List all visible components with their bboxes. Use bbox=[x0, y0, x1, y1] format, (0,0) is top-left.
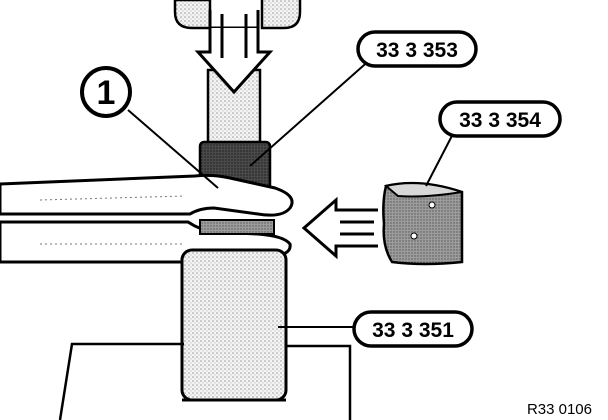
callout-box-353 bbox=[356, 30, 478, 68]
figure-code: R33 0106 bbox=[527, 401, 592, 418]
bushing-bearing bbox=[199, 219, 275, 235]
callout-box-354 bbox=[438, 100, 562, 138]
receiving-sleeve bbox=[180, 248, 288, 402]
callout-tool-354: 33 3 354 bbox=[459, 109, 541, 132]
press-arrow-stem bbox=[208, 10, 260, 30]
callout-tool-351: 33 3 351 bbox=[372, 319, 454, 342]
leader-line-354 bbox=[425, 127, 457, 187]
left-arrow-icon bbox=[301, 196, 378, 260]
callout-circle-1 bbox=[80, 66, 132, 118]
callout-box-351 bbox=[352, 310, 474, 348]
down-arrow-icon bbox=[194, 28, 274, 95]
leader-line-353 bbox=[249, 57, 373, 167]
callout-part-number: 1 bbox=[97, 74, 116, 112]
leader-line-1 bbox=[127, 109, 219, 189]
half-shell-insert bbox=[382, 181, 464, 266]
press-housing bbox=[173, 0, 302, 30]
control-arm-upper bbox=[0, 173, 294, 217]
base-plate-left bbox=[58, 342, 184, 420]
base-plate-right bbox=[286, 344, 352, 420]
callout-tool-353: 33 3 353 bbox=[376, 39, 458, 62]
